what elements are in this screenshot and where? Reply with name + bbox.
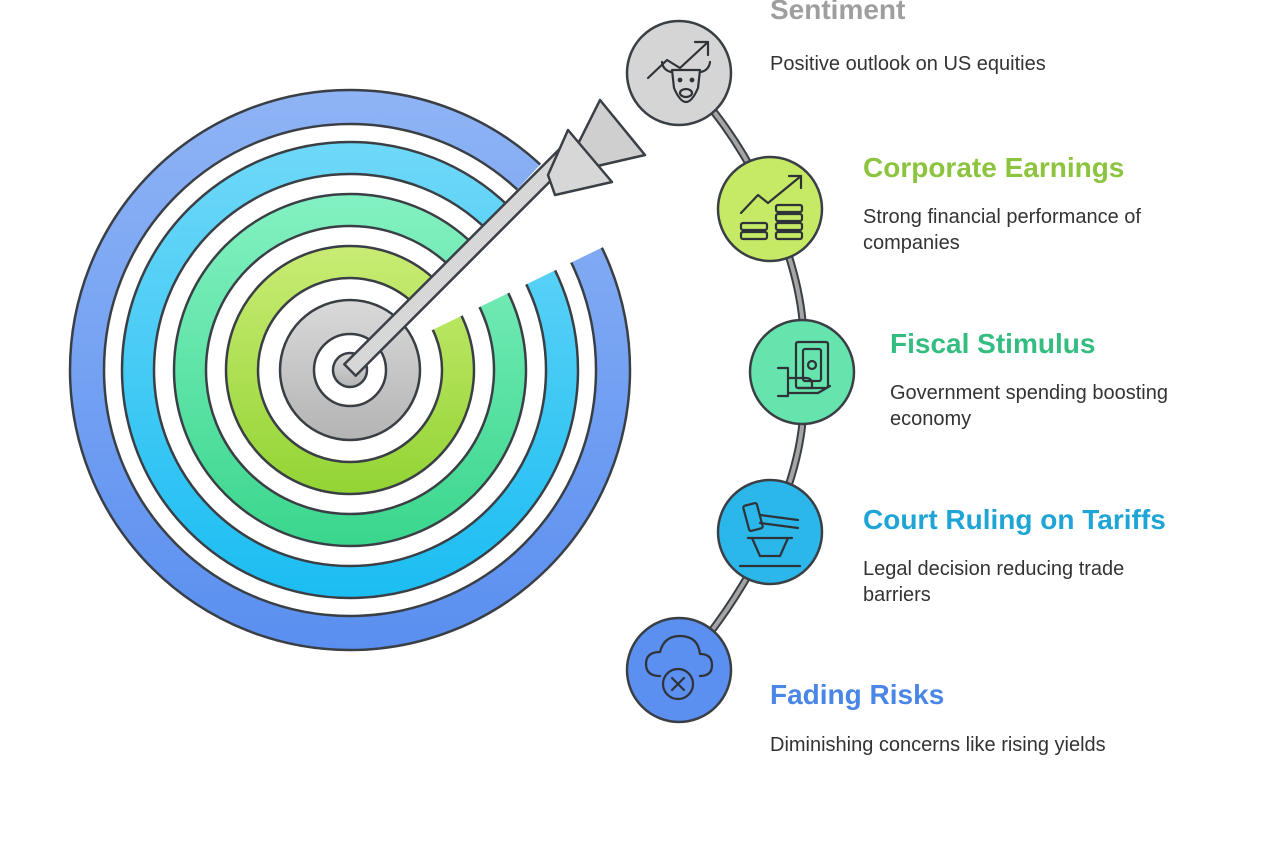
node-court [716,478,824,586]
item-desc-risks: Diminishing concerns like rising yields [770,734,1106,756]
item-desc-fiscal: Government spending boosting economy [890,382,1168,430]
item-title-fiscal: Fiscal Stimulus [890,328,1096,359]
item-desc-earnings: Strong financial performance of companie… [863,206,1141,254]
arrow-icon [343,98,647,377]
item-desc-court: Legal decision reducing trade barriers [863,558,1125,606]
node-risks [625,616,733,724]
arrow-fletching-inner [546,128,614,197]
node-earnings [716,155,824,263]
node-fiscal [748,318,856,426]
node-sentiment [625,19,733,127]
cloud-cancel-icon [644,634,714,701]
item-desc-sentiment: Positive outlook on US equities [770,53,1046,75]
item-title-risks: Fading Risks [770,679,945,710]
item-title-earnings: Corporate Earnings [863,152,1125,183]
coins-growth-icon [739,174,804,241]
bull-trend-icon [646,40,712,104]
item-title-court: Court Ruling on Tariffs [863,504,1166,535]
gavel-icon [738,501,802,568]
hand-money-icon [776,340,832,398]
item-title-sentiment: Sentiment [770,0,906,25]
